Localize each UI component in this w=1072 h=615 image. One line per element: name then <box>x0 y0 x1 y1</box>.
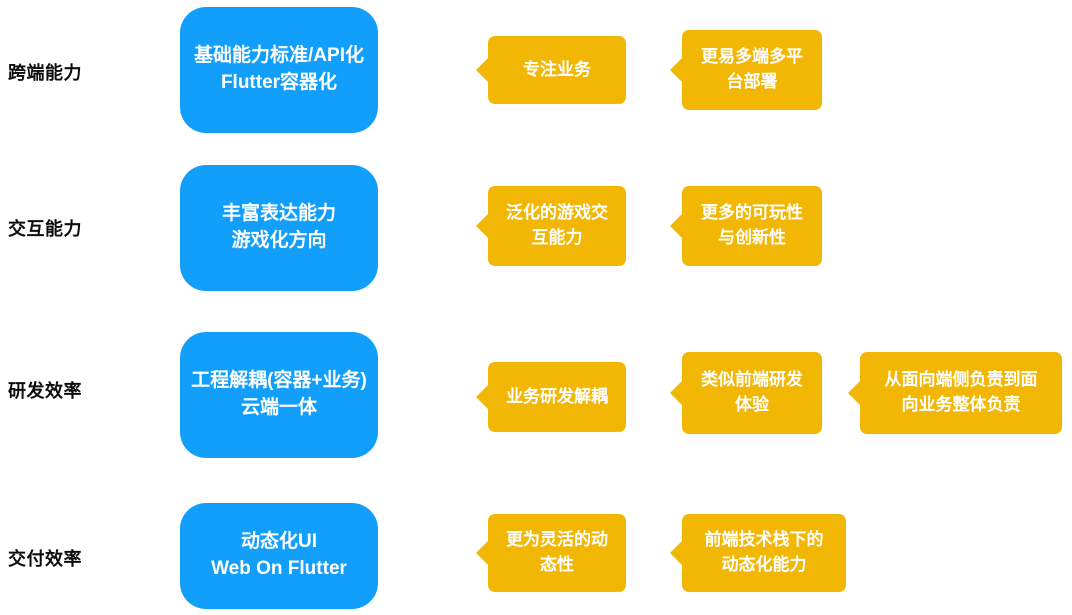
capability-box-1[interactable]: 基础能力标准/API化 Flutter容器化 <box>180 7 378 133</box>
benefit-callout-2-1-body: 泛化的游戏交 互能力 <box>488 186 626 266</box>
capability-box-2-line-1: 丰富表达能力 <box>221 203 336 225</box>
benefit-callout-1-2[interactable]: 更易多端多平 台部署 <box>670 30 822 110</box>
benefit-callout-2-1-text: 泛化的游戏交 互能力 <box>506 201 608 250</box>
capability-box-2-text: 丰富表达能力 游戏化方向 <box>222 201 336 255</box>
capability-box-4-line-1: 动态化UI <box>240 531 317 553</box>
benefit-callout-2-1-line-2: 互能力 <box>531 228 583 247</box>
callout-arrow-icon <box>670 212 684 240</box>
row-label-2: 交互能力 <box>8 219 82 239</box>
benefit-callout-3-2-line-1: 类似前端研发 <box>701 370 803 390</box>
row-label-3: 研发效率 <box>8 381 82 401</box>
capability-box-3-line-2: 云端一体 <box>240 397 317 418</box>
benefit-callout-3-1-body: 业务研发解耦 <box>488 362 626 432</box>
callout-arrow-icon <box>670 56 684 84</box>
benefit-callout-4-1-body: 更为灵活的动 态性 <box>488 514 626 592</box>
benefit-callout-1-1-line-1: 专注业务 <box>523 59 591 79</box>
diagram-row-1: 跨端能力 基础能力标准/API化 Flutter容器化 专注业务 更易多端多平 … <box>0 0 1072 150</box>
capability-box-1-text: 基础能力标准/API化 Flutter容器化 <box>194 43 364 97</box>
benefit-callout-3-3-text: 从面向端侧负责到面 向业务整体负责 <box>885 368 1038 417</box>
callout-arrow-icon <box>476 56 490 84</box>
benefit-callout-3-1[interactable]: 业务研发解耦 <box>476 362 626 432</box>
benefit-callout-4-1-line-1: 更为灵活的动 <box>506 530 608 550</box>
callout-arrow-icon <box>670 539 684 567</box>
row-label-4: 交付效率 <box>8 549 82 569</box>
benefit-callout-4-1[interactable]: 更为灵活的动 态性 <box>476 514 626 592</box>
capability-box-3[interactable]: 工程解耦(容器+业务) 云端一体 <box>180 332 378 458</box>
capability-box-4-text: 动态化UI Web On Flutter <box>211 529 347 583</box>
diagram-row-4: 交付效率 动态化UI Web On Flutter 更为灵活的动 态性 前端技术… <box>0 495 1072 615</box>
benefit-callout-3-1-text: 业务研发解耦 <box>506 385 608 410</box>
callout-arrow-icon <box>670 379 684 407</box>
benefit-callout-1-1-body: 专注业务 <box>488 36 626 104</box>
benefit-callout-1-2-text: 更易多端多平 台部署 <box>701 45 803 94</box>
capability-box-3-text: 工程解耦(容器+业务) 云端一体 <box>191 368 367 422</box>
benefit-callout-3-2-body: 类似前端研发 体验 <box>682 352 822 434</box>
benefit-callout-2-2-body: 更多的可玩性 与创新性 <box>682 186 822 266</box>
benefit-callout-1-1[interactable]: 专注业务 <box>476 36 626 104</box>
benefit-callout-3-3-line-2: 向业务整体负责 <box>901 395 1021 414</box>
benefit-callout-3-3-line-1: 从面向端侧负责到面 <box>884 370 1038 390</box>
benefit-callout-3-3-body: 从面向端侧负责到面 向业务整体负责 <box>860 352 1062 434</box>
benefit-callout-2-1[interactable]: 泛化的游戏交 互能力 <box>476 186 626 266</box>
benefit-callout-2-1-line-1: 泛化的游戏交 <box>506 203 608 223</box>
benefit-callout-2-2[interactable]: 更多的可玩性 与创新性 <box>670 186 822 266</box>
benefit-callout-1-2-line-2: 台部署 <box>726 72 778 91</box>
benefit-callout-2-2-line-2: 与创新性 <box>718 228 786 247</box>
benefit-callout-1-2-body: 更易多端多平 台部署 <box>682 30 822 110</box>
benefit-callout-3-2[interactable]: 类似前端研发 体验 <box>670 352 822 434</box>
benefit-callout-3-2-line-2: 体验 <box>735 395 769 414</box>
benefit-callout-4-2-text: 前端技术栈下的 动态化能力 <box>705 528 824 577</box>
benefit-callout-4-2-line-2: 动态化能力 <box>721 555 807 574</box>
benefit-callout-2-2-line-1: 更多的可玩性 <box>701 203 803 223</box>
benefit-callout-1-1-text: 专注业务 <box>523 58 591 83</box>
capability-box-1-line-2: Flutter容器化 <box>220 72 338 93</box>
capability-box-1-line-1: 基础能力标准/API化 <box>194 45 364 67</box>
capability-box-3-line-1: 工程解耦(容器+业务) <box>191 370 367 392</box>
benefit-callout-2-2-text: 更多的可玩性 与创新性 <box>701 201 803 250</box>
callout-arrow-icon <box>848 379 862 407</box>
benefit-callout-4-2-body: 前端技术栈下的 动态化能力 <box>682 514 846 592</box>
capability-box-4-line-2: Web On Flutter <box>211 558 347 579</box>
callout-arrow-icon <box>476 539 490 567</box>
capability-box-2-line-2: 游戏化方向 <box>231 230 327 251</box>
callout-arrow-icon <box>476 383 490 411</box>
benefit-callout-4-1-text: 更为灵活的动 态性 <box>506 528 608 577</box>
callout-arrow-icon <box>476 212 490 240</box>
capability-box-2[interactable]: 丰富表达能力 游戏化方向 <box>180 165 378 291</box>
diagram-row-2: 交互能力 丰富表达能力 游戏化方向 泛化的游戏交 互能力 更多的可玩性 与创新性 <box>0 160 1072 310</box>
benefit-callout-4-2[interactable]: 前端技术栈下的 动态化能力 <box>670 514 846 592</box>
benefit-callout-3-2-text: 类似前端研发 体验 <box>701 368 803 417</box>
benefit-callout-4-2-line-1: 前端技术栈下的 <box>704 530 824 550</box>
benefit-callout-3-3[interactable]: 从面向端侧负责到面 向业务整体负责 <box>848 352 1062 434</box>
row-label-1: 跨端能力 <box>8 63 82 83</box>
benefit-callout-4-1-line-2: 态性 <box>540 555 574 574</box>
capability-box-4[interactable]: 动态化UI Web On Flutter <box>180 503 378 609</box>
benefit-callout-3-1-line-1: 业务研发解耦 <box>506 386 608 406</box>
benefit-callout-1-2-line-1: 更易多端多平 <box>701 47 803 67</box>
diagram-row-3: 研发效率 工程解耦(容器+业务) 云端一体 业务研发解耦 类似前端研发 体验 <box>0 330 1072 480</box>
